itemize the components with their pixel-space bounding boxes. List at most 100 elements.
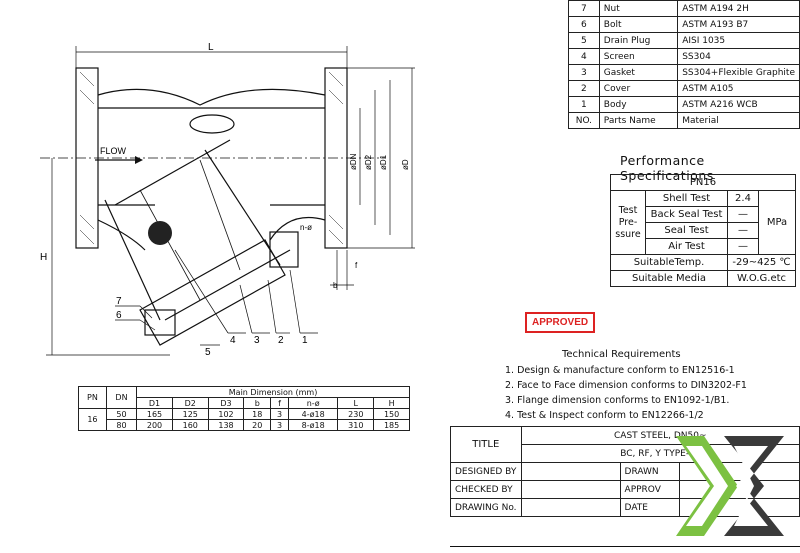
- flow-label: FLOW: [100, 146, 127, 156]
- part-name: Cover: [598, 80, 679, 97]
- dim-col-header: L: [337, 397, 375, 409]
- part-name: Gasket: [598, 64, 679, 81]
- callout-5: 5: [205, 347, 211, 358]
- page-frame-line: [450, 546, 800, 547]
- dim-value: 150: [373, 408, 410, 420]
- callout-1: 1: [302, 335, 308, 346]
- dim-col-header: n-ø: [287, 397, 339, 409]
- part-number: 7: [568, 0, 600, 17]
- dn-value: 50: [105, 408, 138, 420]
- part-name: Screen: [598, 48, 679, 65]
- dim-value: 138: [207, 419, 245, 431]
- dim-value: 200: [136, 419, 173, 431]
- dim-h-label: H: [40, 252, 47, 263]
- temp-label: SuitableTemp.: [609, 254, 729, 271]
- pn-value: 16: [78, 408, 107, 431]
- perf-row-value: —: [727, 222, 759, 239]
- media-value: W.O.G.etc: [727, 270, 796, 287]
- dim-value: 165: [136, 408, 173, 420]
- performance-table: PN16 Test Pre- ssure Shell Test 2.4 MPa …: [609, 174, 797, 287]
- dim-value: 160: [171, 419, 209, 431]
- test-pressure-label: Test Pre- ssure: [610, 190, 646, 255]
- requirement-item: 1. Design & manufacture conform to EN125…: [505, 365, 735, 376]
- part-material: ASTM A105: [677, 80, 800, 97]
- part-name: Drain Plug: [598, 32, 679, 49]
- dim-dn-label: øDN: [349, 153, 358, 170]
- dim-col-header: D2: [171, 397, 209, 409]
- dim-value: 230: [337, 408, 375, 420]
- dim-d-label: øD: [401, 159, 410, 170]
- part-material: ASTM A216 WCB: [677, 96, 800, 113]
- parts-header-material: Material: [677, 112, 800, 129]
- dn-value: 80: [105, 419, 138, 431]
- designed-by-label: DESIGNED BY: [450, 462, 522, 481]
- perf-row-value: 2.4: [727, 190, 759, 207]
- dim-value: 310: [337, 419, 375, 431]
- dim-value: 20: [243, 419, 272, 431]
- dim-col-header: f: [270, 397, 289, 409]
- dim-l-label: L: [208, 42, 214, 53]
- dim-b-label: b: [333, 281, 338, 290]
- dim-col-header: H: [373, 397, 410, 409]
- pn-cell: PN16: [610, 174, 796, 191]
- dn-header: DN: [105, 386, 138, 409]
- part-number: 3: [568, 64, 600, 81]
- part-number: 6: [568, 16, 600, 33]
- part-material: ASTM A193 B7: [677, 16, 800, 33]
- requirement-item: 4. Test & Inspect conform to EN12266-1/2: [505, 410, 704, 421]
- part-number: 4: [568, 48, 600, 65]
- approved-stamp: APPROVED: [525, 312, 596, 333]
- dim-col-header: D1: [136, 397, 173, 409]
- media-label: Suitable Media: [609, 270, 729, 287]
- dim-col-header: D3: [207, 397, 245, 409]
- drawing-no-label: DRAWING No.: [450, 498, 522, 517]
- part-number: 5: [568, 32, 600, 49]
- dim-value: 8-ø18: [287, 419, 339, 431]
- technical-title: Technical Requirements: [562, 349, 681, 360]
- part-material: ASTM A194 2H: [677, 0, 800, 17]
- dim-value: 18: [243, 408, 272, 420]
- requirement-item: 3. Flange dimension conforms to EN1092-1…: [505, 395, 730, 406]
- technical-list: 1. Design & manufacture conform to EN125…: [505, 363, 747, 423]
- perf-row-name: Air Test: [644, 238, 729, 255]
- callout-3: 3: [254, 335, 260, 346]
- company-logo: [676, 436, 784, 536]
- perf-row-value: —: [727, 206, 759, 223]
- dim-value: 185: [373, 419, 410, 431]
- dim-nphi-label: n-ø: [300, 223, 312, 232]
- part-number: 1: [568, 96, 600, 113]
- perf-row-name: Back Seal Test: [644, 206, 729, 223]
- title-label: TITLE: [450, 426, 522, 463]
- dim-value: 3: [270, 419, 289, 431]
- callout-2: 2: [278, 335, 284, 346]
- part-name: Bolt: [598, 16, 679, 33]
- parts-header-name: Parts Name: [598, 112, 679, 129]
- temp-value: -29~425 ℃: [727, 254, 796, 271]
- callout-4: 4: [230, 335, 236, 346]
- callout-7: 7: [116, 296, 122, 307]
- part-number: 2: [568, 80, 600, 97]
- part-material: SS304+Flexible Graphite: [677, 64, 800, 81]
- part-name: Body: [598, 96, 679, 113]
- dim-value: 102: [207, 408, 245, 420]
- title-block: TITLE CAST STEEL, DN50~ BC, RF, Y TYPE-S…: [450, 426, 800, 517]
- part-material: SS304: [677, 48, 800, 65]
- dim-value: 125: [171, 408, 209, 420]
- perf-row-name: Shell Test: [644, 190, 729, 207]
- part-material: AISI 1035: [677, 32, 800, 49]
- unit-cell: MPa: [757, 190, 797, 255]
- parts-header-no: NO.: [568, 112, 600, 129]
- dim-d1-label: øD1: [379, 154, 388, 170]
- main-dimension-header: Main Dimension (mm): [136, 386, 410, 398]
- dim-value: 3: [270, 408, 289, 420]
- perf-row-value: —: [727, 238, 759, 255]
